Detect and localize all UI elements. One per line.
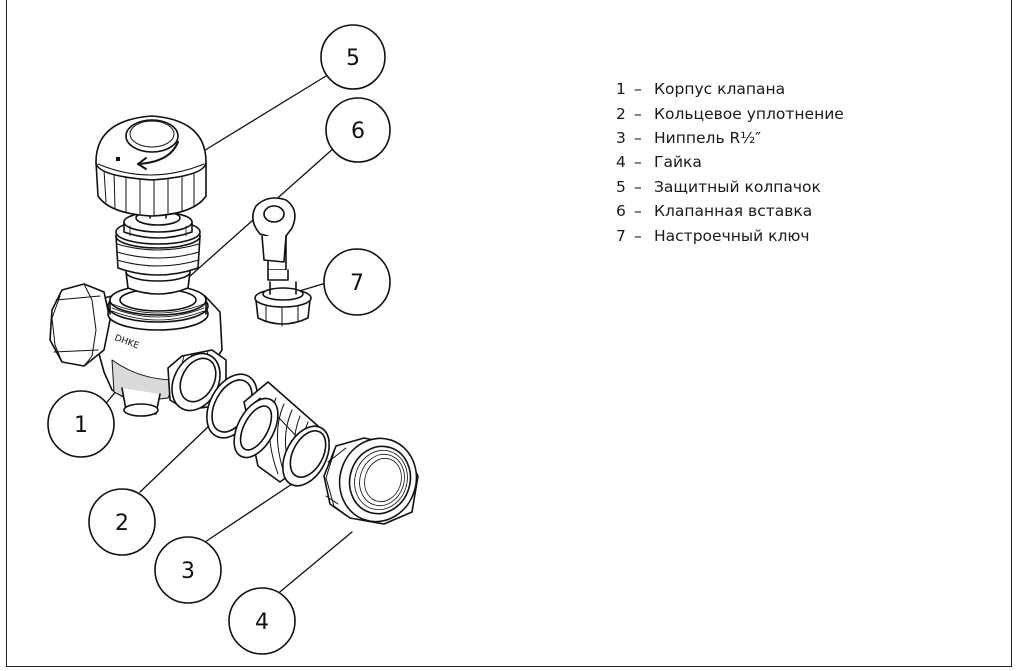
- callout-5-label: 5: [346, 46, 360, 71]
- legend-dash: –: [634, 128, 642, 147]
- legend-number: 3: [616, 128, 626, 147]
- legend-number: 2: [616, 104, 626, 123]
- setting-key: [252, 197, 312, 327]
- callout-5: 5: [320, 24, 386, 90]
- legend-number: 6: [616, 202, 626, 221]
- callout-4: 4: [228, 587, 296, 655]
- callout-6-label: 6: [351, 119, 365, 144]
- legend-number: 1: [616, 80, 626, 99]
- legend-number: 5: [616, 177, 626, 196]
- valve-body: DHKE: [49, 283, 227, 417]
- legend-item: 3 – Ниппель R½″: [616, 126, 844, 150]
- legend-label: Настроечный ключ: [654, 226, 810, 245]
- parts-legend: 1 – Корпус клапана 2 – Кольцевое уплотне…: [616, 77, 844, 248]
- callout-2: 2: [88, 488, 156, 556]
- callout-7: 7: [323, 248, 391, 316]
- callout-6: 6: [325, 97, 391, 163]
- callout-3-label: 3: [181, 559, 195, 584]
- callout-1-label: 1: [74, 413, 88, 438]
- legend-item: 6 – Клапанная вставка: [616, 199, 844, 223]
- legend-dash: –: [634, 104, 642, 123]
- legend-number: 7: [616, 226, 626, 245]
- legend-dash: –: [634, 226, 642, 245]
- legend-label: Гайка: [654, 153, 702, 172]
- legend-dash: –: [634, 202, 642, 221]
- protective-cap: [95, 115, 207, 217]
- nipple: [233, 381, 330, 487]
- exploded-valve-drawing: DHKE: [47, 24, 419, 655]
- callout-1: 1: [47, 390, 115, 458]
- nut: [323, 437, 419, 525]
- legend-label: Кольцевое уплотнение: [654, 104, 844, 123]
- legend-label: Ниппель R½″: [654, 128, 762, 147]
- callout-4-label: 4: [255, 610, 269, 635]
- legend-item: 5 – Защитный колпачок: [616, 175, 844, 199]
- legend-dash: –: [634, 177, 642, 196]
- callout-3: 3: [154, 536, 222, 604]
- legend-label: Корпус клапана: [654, 80, 786, 99]
- legend-number: 4: [616, 153, 626, 172]
- legend-label: Защитный колпачок: [654, 177, 821, 196]
- legend-item: 7 – Настроечный ключ: [616, 223, 844, 247]
- legend-dash: –: [634, 153, 642, 172]
- figure-frame: [6, 0, 1012, 667]
- legend-label: Клапанная вставка: [654, 202, 813, 221]
- callout-2-label: 2: [115, 511, 129, 536]
- callout-7-label: 7: [350, 271, 364, 296]
- legend-dash: –: [634, 80, 642, 99]
- legend-item: 2 – Кольцевое уплотнение: [616, 101, 844, 125]
- legend-item: 4 – Гайка: [616, 150, 844, 174]
- legend-item: 1 – Корпус клапана: [616, 77, 844, 101]
